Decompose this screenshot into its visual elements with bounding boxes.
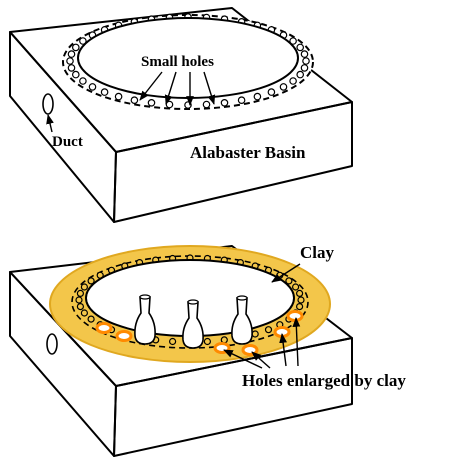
rim-bead <box>100 88 109 96</box>
rim-bead <box>87 315 95 323</box>
rim-bead <box>297 296 305 304</box>
rim-bead <box>300 64 309 72</box>
rim-bead <box>79 37 87 45</box>
small-holes-label: Small holes <box>141 54 214 70</box>
rim-bead <box>76 289 85 297</box>
enlarged-holes <box>95 310 304 356</box>
enlarged-arrow-3 <box>279 333 287 367</box>
rim-bead <box>67 64 76 72</box>
clay-plug-cap <box>236 295 248 301</box>
rim-bead <box>202 100 211 109</box>
enlarged-arrow-1 <box>223 349 263 369</box>
rim-bead <box>80 309 89 317</box>
rim-bead <box>289 77 297 85</box>
rim-bead <box>130 96 139 105</box>
small-holes-callout: Small holes <box>139 54 216 106</box>
clay-plug <box>134 296 156 345</box>
top-basin <box>9 7 353 223</box>
rim-bead <box>300 50 309 58</box>
alabaster-basin-caption: Alabaster Basin <box>190 143 306 162</box>
rim-bead <box>279 83 288 91</box>
small-holes-arrow-1 <box>139 71 163 101</box>
bottom-basin <box>9 245 353 457</box>
top-block-front-face <box>113 101 353 223</box>
rim-bead <box>88 83 97 91</box>
rim-bead <box>72 70 80 79</box>
rim-bead <box>220 99 229 107</box>
clay-plug <box>182 301 204 349</box>
rim-bead <box>80 283 89 291</box>
rim-bead <box>296 43 305 52</box>
clay-plug-cap <box>139 294 151 300</box>
rim-bead <box>296 70 305 79</box>
duct-icon <box>42 93 54 115</box>
bottom-duct-icon <box>46 333 58 355</box>
rim-bead <box>251 330 259 338</box>
rim-bead <box>147 99 156 107</box>
rim-bead <box>296 303 304 311</box>
top-rim-beads <box>66 13 310 109</box>
rim-bead <box>79 77 87 85</box>
rim-bead <box>267 88 276 96</box>
rim-bead <box>264 326 273 334</box>
rim-bead <box>72 43 80 52</box>
rim-bead <box>296 289 304 297</box>
rim-bead <box>285 277 293 285</box>
rim-bead <box>66 57 74 65</box>
enlarged-hole <box>241 344 259 356</box>
clay-plug <box>231 297 253 345</box>
rim-bead <box>87 277 95 285</box>
small-holes-arrow-4 <box>203 71 216 105</box>
rim-bead <box>253 92 262 101</box>
holes-enlarged-label: Holes enlarged by clay <box>242 371 406 390</box>
duct-arrow <box>46 114 54 133</box>
rim-bead <box>75 296 83 304</box>
enlarged-arrow-2 <box>251 351 271 369</box>
rim-bead <box>289 37 297 45</box>
rim-bead <box>203 337 211 346</box>
enlarged-arrow-4 <box>292 317 301 367</box>
rim-bead <box>114 92 123 101</box>
clay-label: Clay <box>300 243 335 262</box>
rim-bead <box>237 96 246 105</box>
rim-bead <box>169 337 177 346</box>
small-holes-arrow-2 <box>164 71 177 105</box>
enlarged-hole <box>115 330 133 342</box>
rim-bead <box>220 336 228 344</box>
clay-plugs <box>134 294 253 349</box>
bottom-block-front-face <box>113 337 353 457</box>
rim-bead <box>76 303 85 311</box>
duct-callout: Duct <box>46 114 83 150</box>
enlarged-hole <box>95 322 113 334</box>
duct-label: Duct <box>52 134 83 150</box>
holes-enlarged-callout: Holes enlarged by clay <box>223 317 406 390</box>
enlarged-hole <box>286 310 304 322</box>
clay-arrow <box>271 263 301 283</box>
rim-bead <box>302 57 310 65</box>
rim-bead <box>292 283 300 291</box>
clay-callout: Clay <box>271 243 335 283</box>
clay-plug-cap <box>187 299 199 305</box>
rim-bead <box>67 50 76 58</box>
